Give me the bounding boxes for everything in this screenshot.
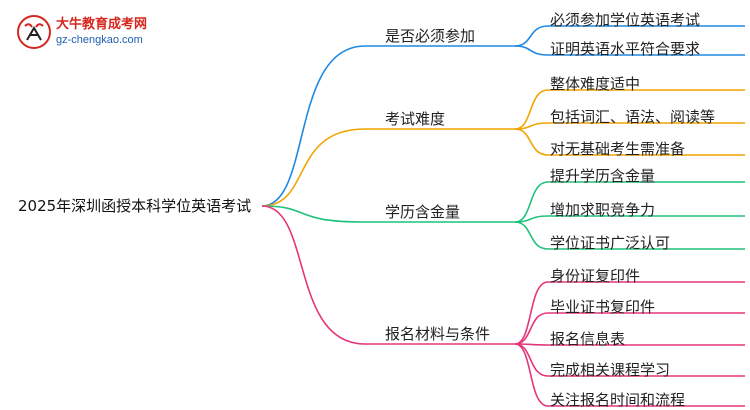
branch-topic: 学历含金量 (385, 203, 461, 221)
leaf-topic: 学位证书广泛认可 (550, 234, 671, 252)
leaf-topic: 必须参加学位英语考试 (550, 11, 701, 29)
leaf-connector (514, 281, 745, 345)
leaf-connector (514, 343, 745, 407)
leaf-connector (514, 221, 745, 250)
leaf-connector (514, 215, 745, 223)
branch-connector (261, 128, 515, 207)
branch-topic: 考试难度 (385, 110, 446, 128)
bull-logo-icon (17, 15, 51, 49)
leaf-connector (514, 89, 745, 130)
leaf-topic: 对无基础考生需准备 (550, 140, 686, 158)
leaf-topic: 毕业证书复印件 (550, 298, 656, 316)
leaf-connector (514, 343, 745, 346)
logo-name: 大牛教育成考网 (56, 17, 148, 32)
branch-topic: 是否必须参加 (385, 27, 476, 45)
leaf-connector (514, 181, 745, 223)
logo: 大牛教育成考网 gz-chengkao.com (16, 14, 147, 50)
leaf-topic: 增加求职竞争力 (550, 201, 656, 219)
leaf-topic: 整体难度适中 (550, 75, 641, 93)
leaf-connector (514, 25, 745, 47)
root-topic: 2025年深圳函授本科学位英语考试 (18, 197, 252, 215)
branch-topic: 报名材料与条件 (385, 325, 491, 343)
branch-connector (261, 205, 515, 345)
leaf-connector (514, 122, 745, 130)
leaf-topic: 身份证复印件 (550, 267, 641, 285)
leaf-topic: 证明英语水平符合要求 (550, 40, 701, 58)
leaf-connector (514, 312, 745, 345)
branch-connector (261, 45, 515, 207)
leaf-topic: 报名信息表 (550, 330, 626, 348)
logo-url: gz-chengkao.com (56, 34, 143, 46)
leaf-topic: 提升学历含金量 (550, 167, 656, 185)
leaf-topic: 关注报名时间和流程 (550, 391, 686, 409)
leaf-connector (514, 343, 745, 377)
leaf-connector (514, 45, 745, 56)
leaf-topic: 完成相关课程学习 (550, 361, 671, 379)
leaf-connector (514, 128, 745, 156)
branch-connector (261, 205, 515, 223)
leaf-topic: 包括词汇、语法、阅读等 (550, 108, 716, 126)
